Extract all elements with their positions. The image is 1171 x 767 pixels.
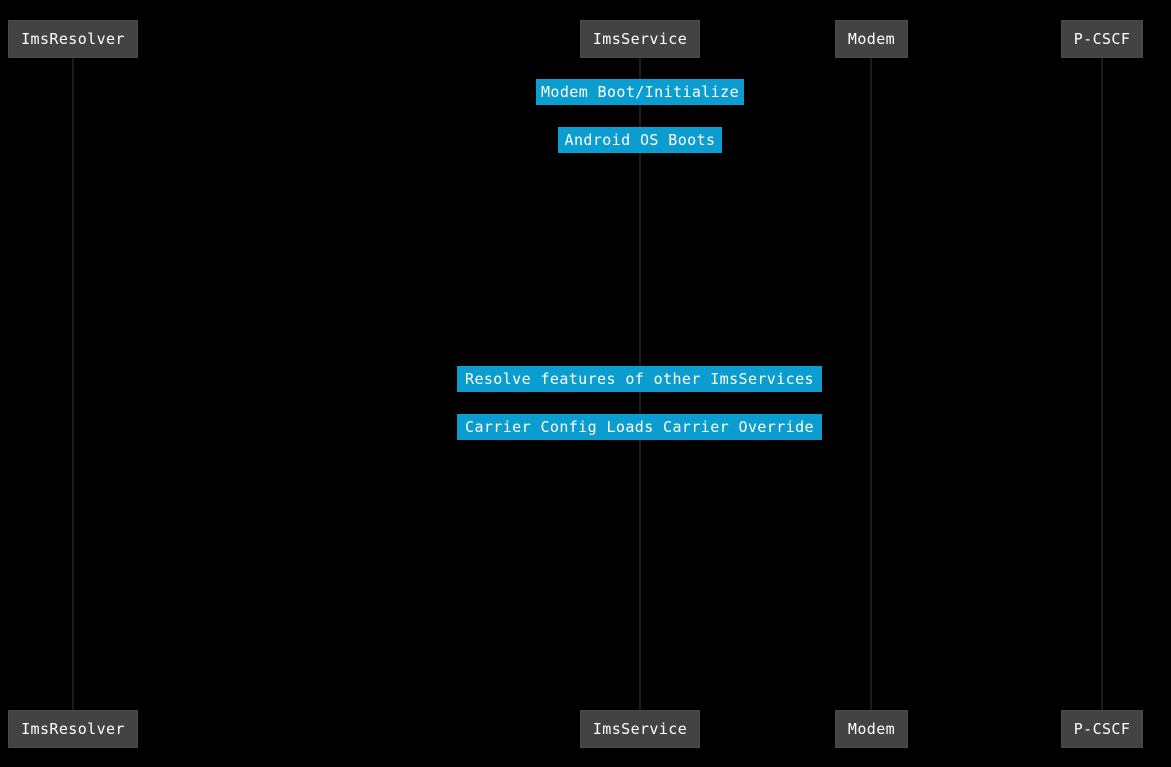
participant-label: P-CSCF — [1073, 30, 1131, 48]
lifeline-imsresolver — [72, 58, 74, 710]
participant-modem-top[interactable]: Modem — [835, 20, 908, 58]
note-carrier-config[interactable]: Carrier Config Loads Carrier Override — [457, 414, 822, 440]
participant-label: ImsResolver — [21, 720, 125, 738]
note-label: Carrier Config Loads Carrier Override — [465, 418, 814, 436]
participant-label: ImsResolver — [21, 30, 125, 48]
participant-imsservice-top[interactable]: ImsService — [580, 20, 700, 58]
participant-label: P-CSCF — [1073, 720, 1131, 738]
participant-modem-bottom[interactable]: Modem — [835, 710, 908, 748]
note-label: Modem Boot/Initialize — [540, 83, 740, 101]
participant-label: Modem — [847, 30, 896, 48]
note-android-os-boots[interactable]: Android OS Boots — [558, 127, 722, 153]
participant-label: ImsService — [592, 720, 688, 738]
note-label: Resolve features of other ImsServices — [465, 370, 814, 388]
participant-imsservice-bottom[interactable]: ImsService — [580, 710, 700, 748]
participant-imsresolver-bottom[interactable]: ImsResolver — [8, 710, 138, 748]
lifeline-pcscf — [1101, 58, 1103, 710]
participant-label: ImsService — [592, 30, 688, 48]
note-label: Android OS Boots — [564, 131, 716, 149]
lifeline-modem — [870, 58, 872, 710]
participant-label: Modem — [847, 720, 896, 738]
participant-pcscf-top[interactable]: P-CSCF — [1061, 20, 1143, 58]
participant-imsresolver-top[interactable]: ImsResolver — [8, 20, 138, 58]
participant-pcscf-bottom[interactable]: P-CSCF — [1061, 710, 1143, 748]
note-resolve-features[interactable]: Resolve features of other ImsServices — [457, 366, 822, 392]
note-modem-boot[interactable]: Modem Boot/Initialize — [536, 79, 744, 105]
